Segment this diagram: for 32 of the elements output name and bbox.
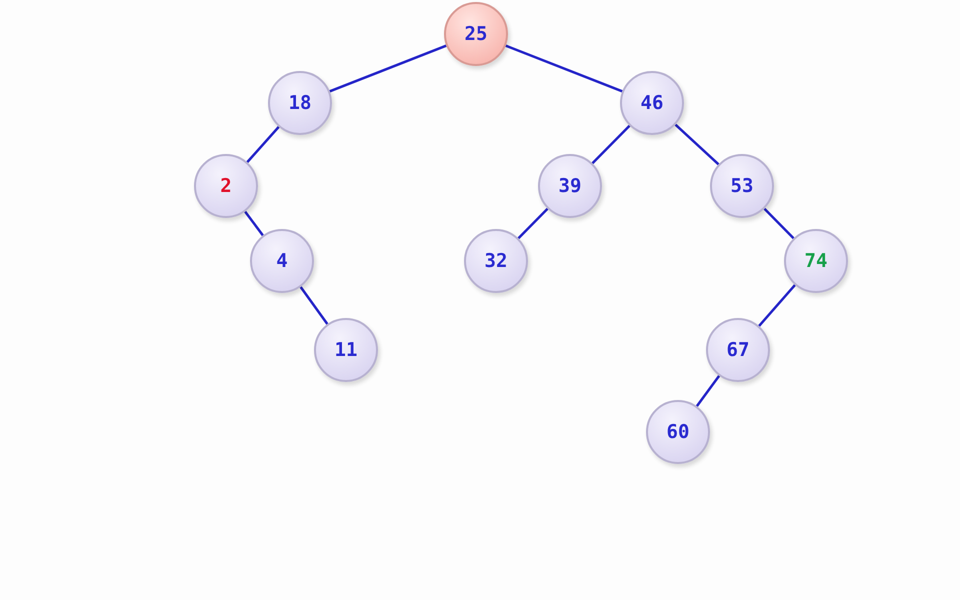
tree-node (464, 229, 528, 293)
node-value: 46 (640, 90, 664, 116)
node-value: 32 (484, 248, 508, 274)
tree-node (646, 400, 710, 464)
tree-edge (244, 210, 264, 236)
tree-node (620, 71, 684, 135)
node-value: 11 (334, 338, 358, 363)
node-value: 74 (804, 248, 828, 274)
tree-edge (696, 375, 720, 407)
node-value: 2 (220, 174, 232, 199)
node-value: 53 (730, 174, 754, 199)
tree-node (538, 154, 602, 218)
tree-edge (246, 126, 280, 163)
tree-edge (764, 208, 794, 240)
tree-edge (592, 124, 630, 164)
tree-node (706, 318, 770, 382)
node-value: 39 (558, 174, 582, 199)
tree-edge (300, 286, 328, 325)
node-value: 60 (666, 420, 690, 445)
node-value: 25 (464, 22, 488, 47)
tree-node (784, 229, 848, 293)
tree-edge (674, 124, 720, 166)
tree-node (710, 154, 774, 218)
node-value: 4 (276, 248, 288, 274)
tree-node (314, 318, 378, 382)
tree-node (194, 154, 258, 218)
tree-node (250, 229, 314, 293)
tree-edge (518, 208, 548, 240)
node-value: 18 (288, 90, 312, 116)
tree-node (268, 71, 332, 135)
node-value: 67 (726, 338, 750, 363)
tree-edge (758, 284, 796, 327)
